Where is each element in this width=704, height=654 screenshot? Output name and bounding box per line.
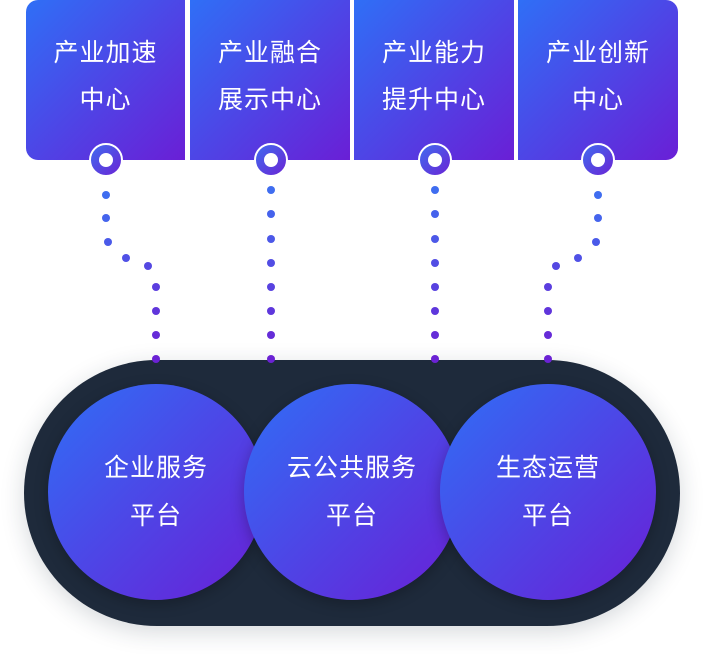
connector-dot xyxy=(152,307,160,315)
connector-dot xyxy=(267,307,275,315)
platform-circle-enterprise-service: 企业服务 平台 xyxy=(48,384,264,600)
connector-knob-center xyxy=(99,153,113,167)
connector-dot xyxy=(544,331,552,339)
connector-dot xyxy=(552,262,560,270)
connector-dot xyxy=(267,235,275,243)
connector-dot xyxy=(152,283,160,291)
platform-circle-ecosystem-operation: 生态运营 平台 xyxy=(440,384,656,600)
connector-dot xyxy=(594,214,602,222)
center-card-fusion-showcase: 产业融合 展示中心 xyxy=(190,0,350,160)
center-card-capability: 产业能力 提升中心 xyxy=(354,0,514,160)
center-card-line1: 产业能力 xyxy=(381,38,486,67)
connector-knob-center xyxy=(428,153,442,167)
center-card-line2: 提升中心 xyxy=(381,85,486,114)
platform-circle-line1: 生态运营 xyxy=(495,453,600,482)
connector-dot xyxy=(431,259,439,267)
connector-dot xyxy=(267,210,275,218)
platform-circle-cloud-public-service: 云公共服务 平台 xyxy=(244,384,460,600)
connector-dot xyxy=(431,307,439,315)
platform-circle-line1: 企业服务 xyxy=(103,453,208,482)
platform-circle-line2: 平台 xyxy=(521,501,574,530)
connector-dot xyxy=(431,210,439,218)
connector-dot xyxy=(592,238,600,246)
connector-dot xyxy=(102,214,110,222)
connector-dot xyxy=(594,191,602,199)
connector-dot xyxy=(267,259,275,267)
center-card-line1: 产业融合 xyxy=(217,38,322,67)
platform-circle-line2: 平台 xyxy=(325,501,378,530)
connector-dot xyxy=(152,355,160,363)
platform-circle-line1: 云公共服务 xyxy=(286,453,417,482)
center-card-line2: 展示中心 xyxy=(217,85,322,114)
connector-dot xyxy=(574,254,582,262)
dotted-connectors xyxy=(102,186,602,363)
connector-knob-center xyxy=(591,153,605,167)
connector-dot xyxy=(102,191,110,199)
center-card-innovation: 产业创新 中心 xyxy=(518,0,678,160)
center-card-line1: 产业加速 xyxy=(53,38,158,67)
connector-dot xyxy=(152,331,160,339)
connector-dot xyxy=(544,283,552,291)
connector-dot xyxy=(544,355,552,363)
center-card-line2: 中心 xyxy=(571,85,624,114)
connector-dot xyxy=(267,283,275,291)
connector-dot xyxy=(144,262,152,270)
platform-circle-line2: 平台 xyxy=(129,501,182,530)
center-card-acceleration: 产业加速 中心 xyxy=(26,0,185,160)
connector-dot xyxy=(431,331,439,339)
connector-dot xyxy=(122,254,130,262)
connector-knobs xyxy=(89,143,615,177)
connector-dot xyxy=(431,235,439,243)
center-card-line2: 中心 xyxy=(79,85,132,114)
connector-dot xyxy=(267,331,275,339)
connector-knob-center xyxy=(264,153,278,167)
connector-dot xyxy=(267,355,275,363)
connector-dot xyxy=(431,283,439,291)
connector-dot xyxy=(431,186,439,194)
connector-dot xyxy=(431,355,439,363)
connector-dot xyxy=(544,307,552,315)
connector-dot xyxy=(267,186,275,194)
connector-dot xyxy=(104,238,112,246)
center-card-line1: 产业创新 xyxy=(545,38,650,67)
